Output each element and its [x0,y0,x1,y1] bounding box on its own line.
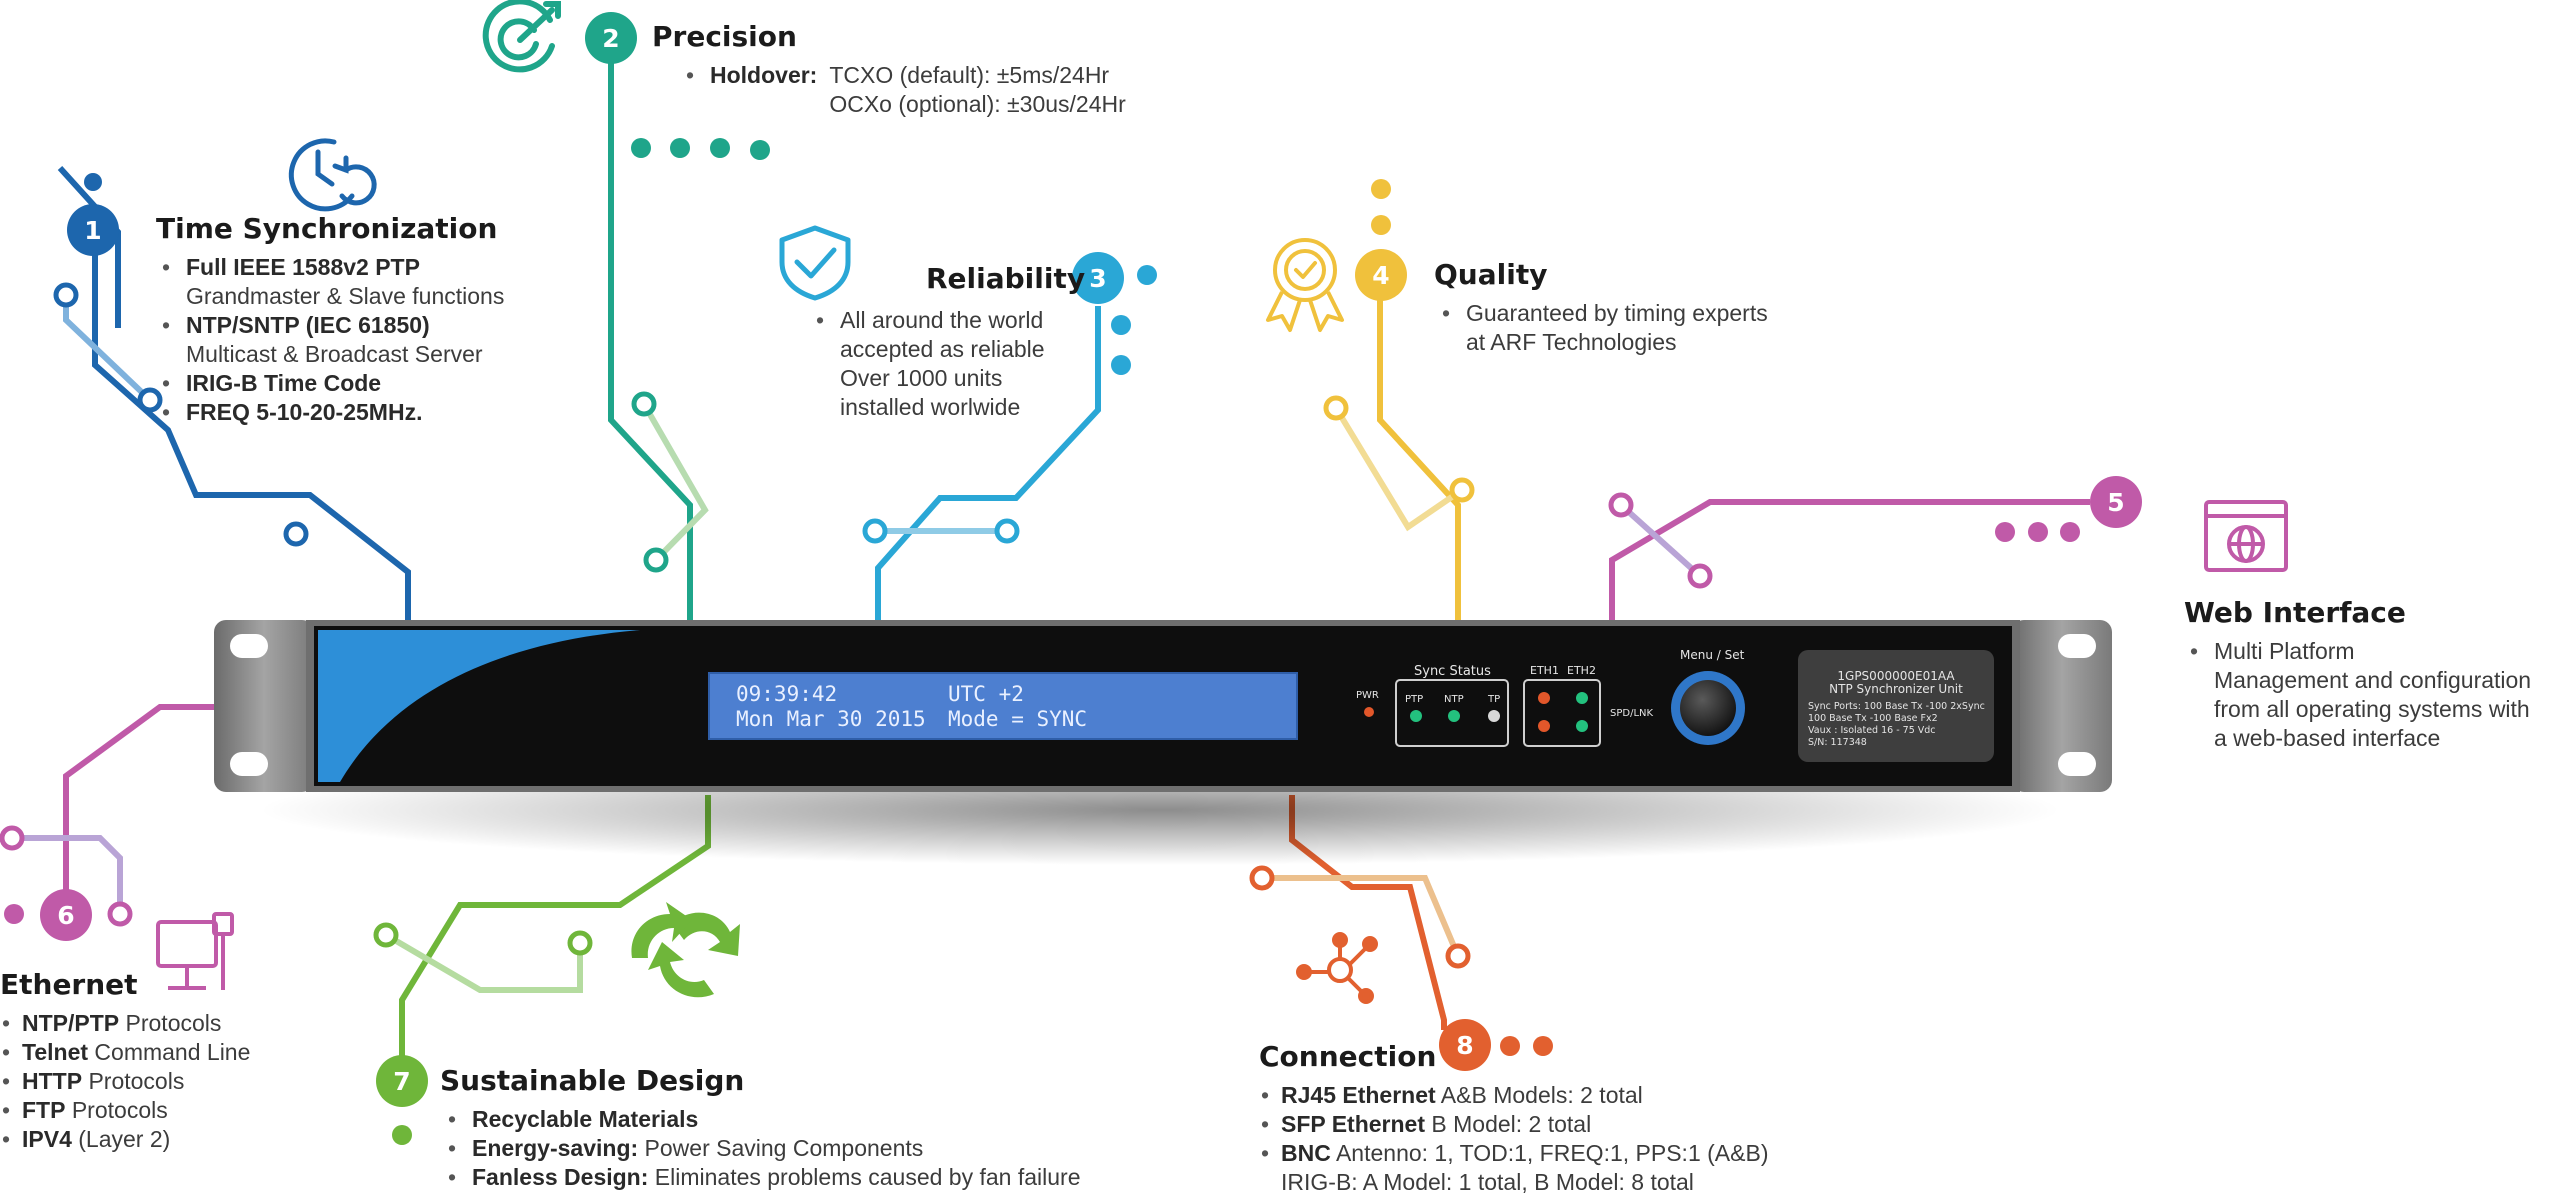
device-specs: Sync Ports: 100 Base Tx -100 2xSync 100 … [1808,701,1985,748]
feature-ethernet: Ethernet NTP/PTP Protocols Telnet Comman… [0,968,250,1154]
feature-3-number: 3 [1089,263,1107,293]
feature-1-number: 1 [84,215,102,245]
feature-2-number: 2 [602,23,620,53]
list-item: Telnet Command Line [0,1038,250,1067]
feature-3-connector [862,265,1157,622]
feature-precision: Precision Holdover: TCXO (default): ±5ms… [652,20,1126,119]
ptp-label: PTP [1405,694,1424,705]
lcd-date: Mon Mar 30 2015 [736,707,926,731]
rack-ear-left [214,620,314,792]
feature-sustainable-design: Sustainable Design Recyclable Materials … [440,1064,1081,1192]
list-item: Guaranteed by timing experts at ARF Tech… [1436,299,1768,357]
tp-label: TP [1488,694,1501,705]
clock-sync-icon [288,138,377,212]
lcd-display: 09:39:42 UTC +2 Mon Mar 30 2015 Mode = SYN… [708,672,1298,740]
feature-list: Recyclable Materials Energy-saving: Powe… [442,1105,1081,1192]
feature-title: Ethernet [0,968,138,1001]
eth1-lnk-led [1538,720,1550,732]
list-item: IRIG-B Time Code [156,369,504,398]
ntp-label: NTP [1444,694,1464,705]
list-item: NTP/PTP Protocols [0,1009,250,1038]
target-icon [482,0,561,73]
device-info-label: 1GPS000000E01AA NTP Synchronizer Unit Sy… [1798,650,1994,762]
feature-5-connector [1608,492,2090,622]
device-name: NTP Synchronizer Unit [1829,682,1963,696]
list-item: Energy-saving: Power Saving Components [442,1134,1081,1163]
network-computer-icon [156,912,234,990]
pwr-led [1364,707,1374,717]
list-item: HTTP Protocols [0,1067,250,1096]
feature-reliability-title: Reliability [926,262,1086,295]
list-item: Multi Platform Management and configurat… [2184,637,2531,753]
feature-8-number: 8 [1456,1030,1474,1060]
lcd-time: 09:39:42 [736,682,838,706]
lcd-mode: Mode = SYNC [948,707,1088,731]
list-item: All around the world accepted as reliabl… [810,306,1045,422]
list-item: IPV4 (Layer 2) [0,1125,250,1154]
menu-set-knob[interactable] [1680,680,1736,736]
list-item: FTP Protocols [0,1096,250,1125]
connection-hub-icon [1296,932,1378,1004]
recycle-icon [631,902,740,998]
list-item: BNC Antenno: 1, TOD:1, FREQ:1, PPS:1 (A&… [1259,1139,1768,1197]
feature-list: Multi Platform Management and configurat… [2184,637,2531,753]
list-item: RJ45 Ethernet A&B Models: 2 total [1259,1081,1768,1110]
eth2-label: ETH2 [1567,664,1596,677]
feature-list: Holdover: TCXO (default): ±5ms/24HrOCXo … [680,61,1126,119]
feature-title: Quality [1434,258,1548,291]
feature-title: Sustainable Design [440,1064,745,1097]
list-item: FREQ 5-10-20-25MHz. [156,398,504,427]
lcd-timezone: UTC +2 [948,682,1024,706]
eth1-label: ETH1 [1530,664,1559,677]
feature-6-connector [0,704,214,927]
list-item: Fanless Design: Eliminates problems caus… [442,1163,1081,1192]
feature-7-number: 7 [393,1066,411,1096]
sync-status-label: Sync Status [1414,664,1491,679]
list-item: NTP/SNTP (IEC 61850)Multicast & Broadcas… [156,311,504,369]
feature-5-number: 5 [2107,487,2125,517]
feature-web-interface: Web Interface Multi Platform Management … [2184,596,2531,753]
feature-quality: Quality Guaranteed by timing experts at … [1434,258,1768,357]
award-badge-icon [1266,238,1344,332]
feature-connection: Connection RJ45 Ethernet A&B Models: 2 t… [1259,1040,1768,1197]
feature-list: NTP/PTP Protocols Telnet Command Line HT… [0,1009,250,1154]
sync-status-box [1395,679,1509,747]
feature-2-connector [608,62,770,625]
spd-lnk-label: SPD/LNK [1610,708,1654,719]
web-browser-icon [2204,500,2288,572]
feature-list: RJ45 Ethernet A&B Models: 2 total SFP Et… [1259,1081,1768,1197]
brand-swoosh [318,630,640,782]
ptp-led [1410,710,1422,722]
pwr-label: PWR [1356,690,1379,701]
feature-title: Time Synchronization [156,212,498,245]
rack-ear-right [2012,620,2112,792]
eth2-spd-led [1576,692,1588,704]
feature-1-connector [53,165,411,622]
device-model: 1GPS000000E01AA [1837,669,1955,683]
feature-4-number: 4 [1372,260,1390,290]
feature-reliability: All around the world accepted as reliabl… [810,306,1045,422]
feature-title: Connection [1259,1040,1437,1073]
feature-time-synchronization: Time Synchronization Full IEEE 1588v2 PT… [156,212,504,427]
list-item: SFP Ethernet B Model: 2 total [1259,1110,1768,1139]
shield-check-icon [779,225,851,301]
tp-led [1488,710,1500,722]
list-item: Holdover: TCXO (default): ±5ms/24HrOCXo … [680,61,1126,119]
list-item: Recyclable Materials [442,1105,1081,1134]
feature-title: Precision [652,20,797,53]
feature-title: Web Interface [2184,596,2406,629]
badge-circles [40,12,2142,1107]
menu-set-label: Menu / Set [1680,648,1745,662]
feature-4-connector [1323,179,1475,622]
eth1-spd-led [1538,692,1550,704]
eth2-lnk-led [1576,720,1588,732]
ntp-led [1448,710,1460,722]
feature-6-number: 6 [57,900,75,930]
feature-list: All around the world accepted as reliabl… [810,306,1045,422]
eth-status-box [1523,679,1601,747]
feature-list: Guaranteed by timing experts at ARF Tech… [1436,299,1768,357]
